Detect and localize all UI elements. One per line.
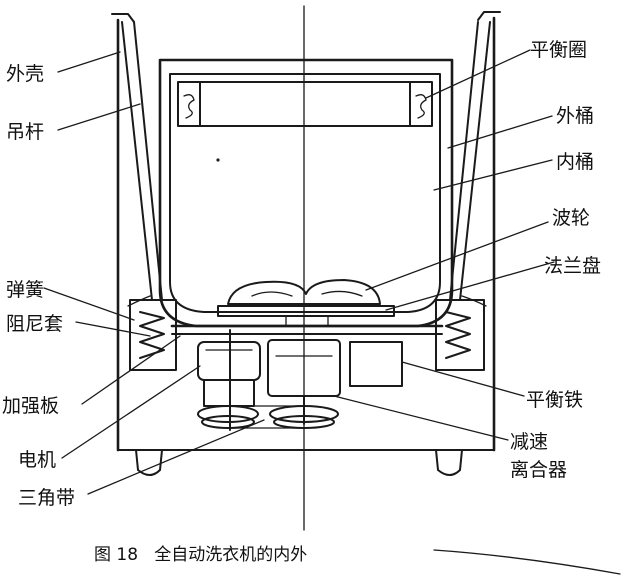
label-balance-ring: 平衡圈 bbox=[530, 39, 587, 61]
suspension-rods bbox=[121, 21, 491, 301]
label-v-belt: 三角带 bbox=[18, 487, 75, 509]
flange-plate bbox=[217, 305, 395, 327]
reinforcing-plate bbox=[170, 324, 444, 335]
label-inner-tub: 内桶 bbox=[556, 151, 594, 173]
figure-caption: 图 18 全自动洗衣机的内外 bbox=[94, 545, 307, 565]
impeller bbox=[227, 279, 381, 305]
balance-ring bbox=[177, 81, 433, 127]
feet bbox=[135, 449, 463, 476]
label-reduction: 减速 bbox=[510, 431, 548, 453]
leader-lines bbox=[43, 49, 621, 575]
left-spring-damper bbox=[129, 299, 177, 371]
label-motor: 电机 bbox=[18, 449, 56, 471]
tub-hole bbox=[216, 158, 220, 162]
label-balance-iron: 平衡铁 bbox=[526, 389, 583, 411]
label-outer-tub: 外桶 bbox=[556, 105, 594, 127]
label-spring: 弹簧 bbox=[6, 279, 44, 301]
label-impeller: 波轮 bbox=[552, 207, 590, 229]
pulleys-v-belt bbox=[197, 405, 339, 429]
label-damper-sleeve: 阻尼套 bbox=[6, 313, 63, 335]
label-outer-shell: 外壳 bbox=[6, 63, 44, 85]
balance-iron bbox=[349, 341, 403, 387]
label-flange-plate: 法兰盘 bbox=[544, 255, 601, 277]
label-suspension-rod: 吊杆 bbox=[6, 121, 44, 143]
label-reinforcing-plate: 加强板 bbox=[2, 395, 59, 417]
right-spring-damper bbox=[435, 299, 485, 371]
inner-tub bbox=[169, 73, 441, 313]
label-clutch: 离合器 bbox=[510, 459, 567, 481]
motor bbox=[197, 329, 261, 431]
